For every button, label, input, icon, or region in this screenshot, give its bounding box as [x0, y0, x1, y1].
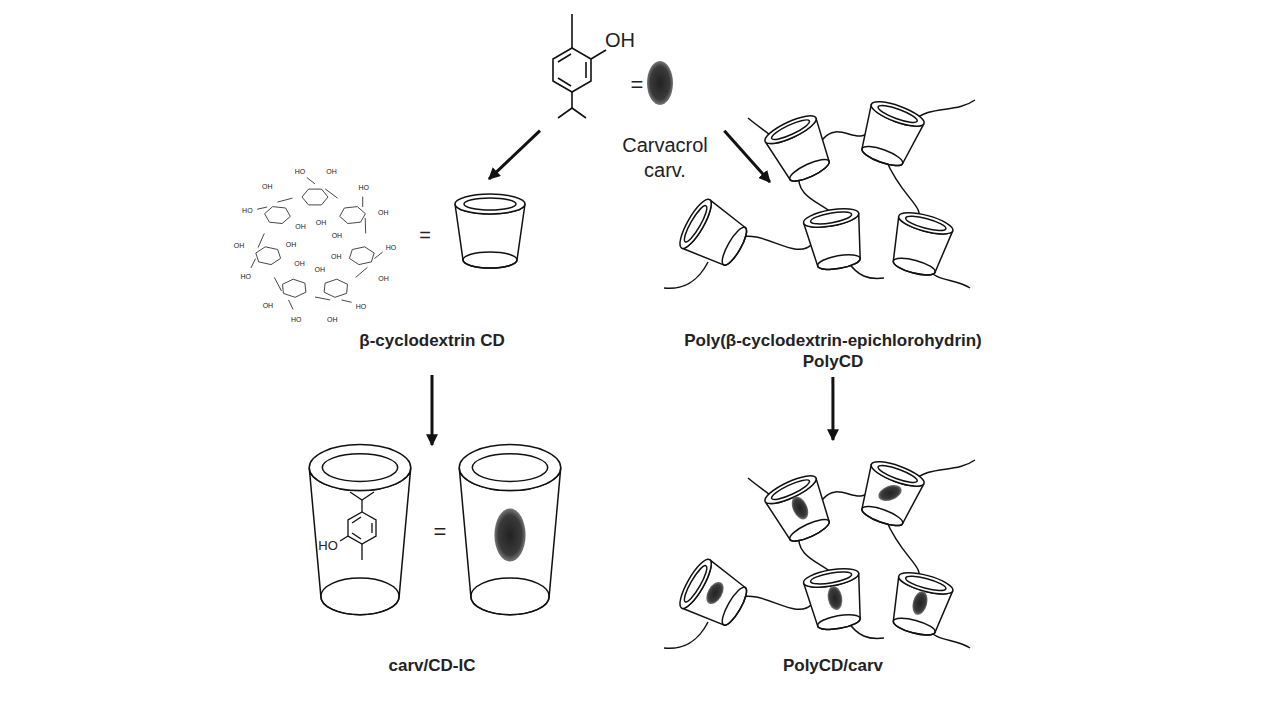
hydroxyl-label: OH — [314, 265, 325, 272]
node-label: Carvacrol carv. — [610, 133, 720, 183]
hydroxyl-label: OH — [263, 301, 274, 308]
hydroxyl-label: HO — [295, 167, 306, 174]
node-label: carv/CD-IC — [357, 655, 507, 676]
hydroxyl-label: HO — [318, 539, 338, 552]
hydroxyl-label: HO — [291, 315, 302, 322]
node-label: β-cyclodextrin CD — [352, 330, 512, 351]
hydroxyl-label: OH — [331, 252, 342, 259]
polymer-illustration — [664, 97, 975, 288]
hydroxyl-label: OH — [316, 218, 327, 225]
reaction-arrow — [432, 375, 433, 445]
included-carvacrol — [340, 492, 376, 560]
diagram-node: Carvacrol carv. — [540, 0, 730, 195]
hydroxyl-label: HO — [240, 273, 251, 280]
hydroxyl-label: OH — [378, 208, 389, 215]
hydroxyl-label: HO — [359, 183, 370, 190]
hydroxyl-label: OH — [294, 260, 305, 267]
hydroxyl-label: OH — [327, 316, 338, 323]
diagram-node: β-cyclodextrin CD — [240, 175, 540, 375]
hydroxyl-label: HO — [356, 302, 367, 309]
hydroxyl-label: OH — [262, 182, 273, 189]
equals-sign: = — [434, 521, 447, 543]
node-label: PolyCD/carv — [753, 655, 913, 676]
reaction-arrow — [724, 131, 770, 182]
carvacrol-symbol — [494, 509, 525, 562]
hydroxyl-label: OH — [286, 241, 297, 248]
diagram-node: Poly(β-cyclodextrin-epichlorohydrin) Pol… — [660, 182, 1010, 377]
hydroxyl-label: OH — [332, 232, 343, 239]
equals-sign: = — [631, 74, 644, 96]
carvacrol-structure — [553, 14, 606, 118]
hydroxyl-label: OH — [378, 274, 389, 281]
cyclodextrin-cone — [455, 194, 525, 268]
polymer-illustration — [664, 457, 975, 648]
reaction-arrow — [489, 131, 540, 179]
hydroxyl-label: OH — [326, 167, 337, 174]
hydroxyl-label: OH — [605, 30, 635, 50]
complex-cone — [309, 445, 411, 615]
cyclodextrin-structure — [251, 177, 383, 309]
hydroxyl-label: HO — [242, 207, 253, 214]
loaded-carvacrol — [703, 482, 930, 616]
node-label: Poly(β-cyclodextrin-epichlorohydrin) Pol… — [663, 330, 1003, 373]
equals-sign: = — [419, 225, 431, 245]
diagram-node: PolyCD/carv — [690, 440, 980, 690]
carvacrol-symbol — [647, 61, 673, 105]
hydroxyl-label: HO — [386, 243, 397, 250]
complex-cone — [459, 445, 561, 615]
diagram-node: carv/CD-IC — [300, 445, 550, 685]
hydroxyl-label: OH — [295, 222, 306, 229]
reaction-arrow — [832, 377, 833, 440]
hydroxyl-label: OH — [234, 242, 245, 249]
